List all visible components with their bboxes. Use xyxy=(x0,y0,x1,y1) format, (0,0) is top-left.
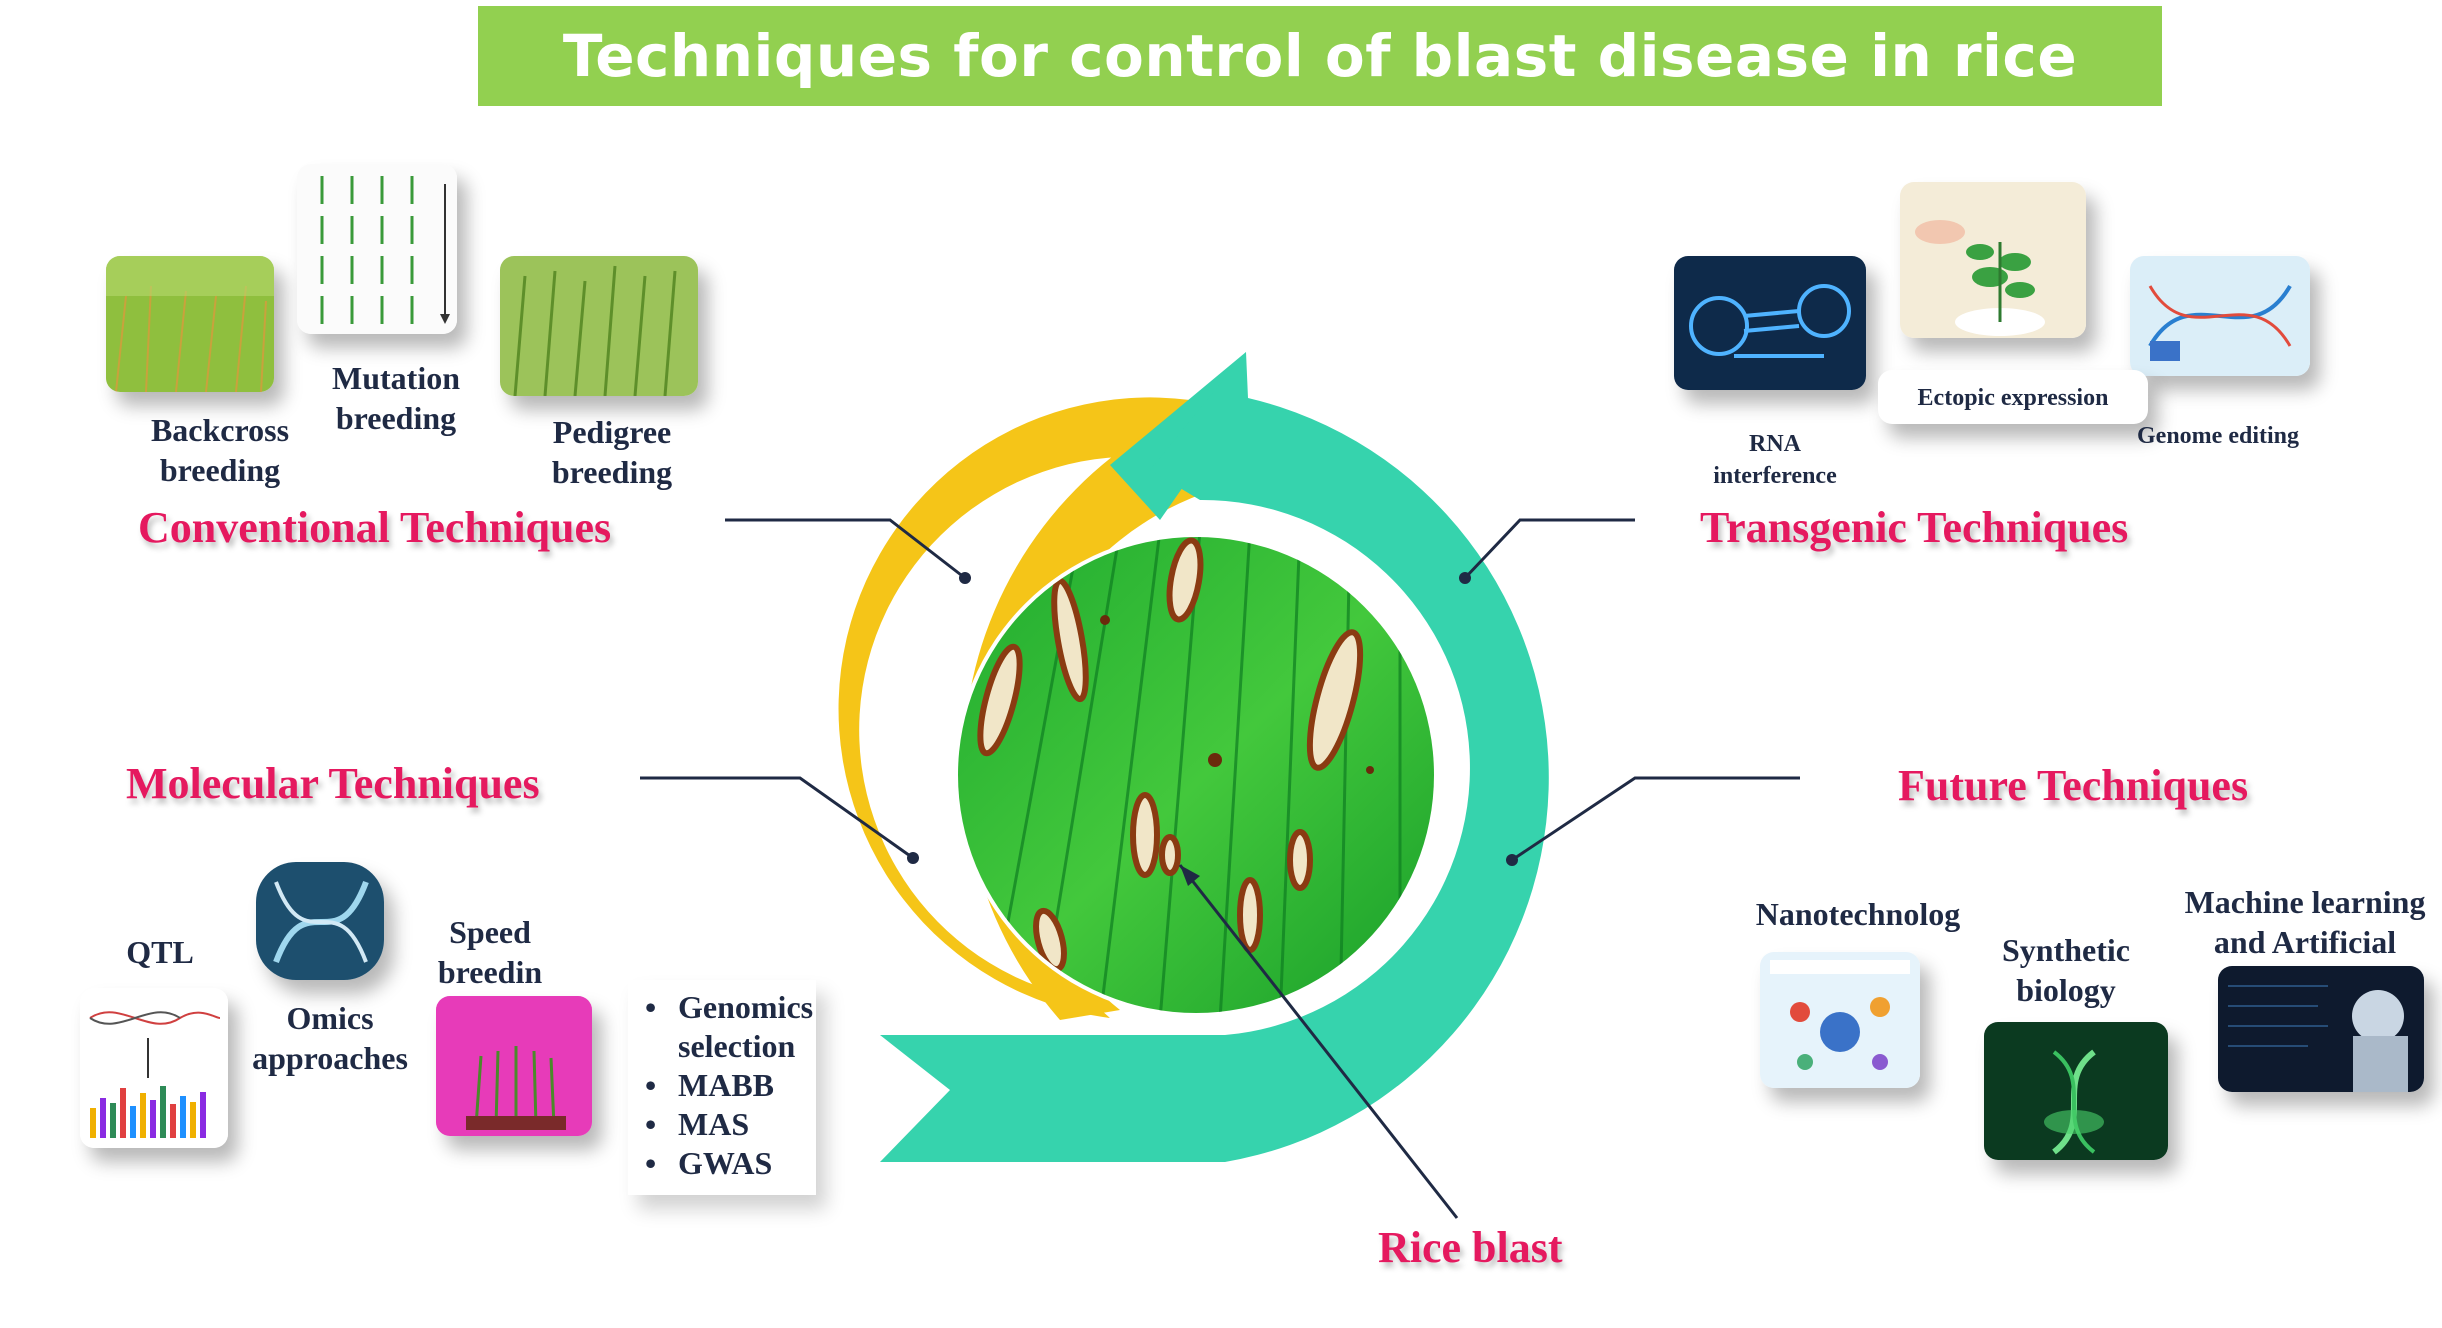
backcross-label: Backcross breeding xyxy=(150,412,290,488)
mutation-label: Mutation breeding xyxy=(332,360,460,436)
backcross-photo xyxy=(106,256,274,392)
list-item: MABB xyxy=(645,1066,813,1105)
qtl-label: QTL xyxy=(126,934,194,970)
rice-blast-label: Rice blast xyxy=(1378,1223,1563,1272)
molecular-list: Genomics selection MABB MAS GWAS xyxy=(645,988,813,1183)
transgenic-title: Transgenic Techniques xyxy=(1700,503,2129,552)
synthetic-biology-photo xyxy=(1984,1022,2168,1160)
pedigree-photo xyxy=(500,256,698,396)
genome-editing-label: Genome editing xyxy=(2137,423,2299,449)
omics-label: Omics approaches xyxy=(252,1000,408,1076)
rna-interference-photo xyxy=(1674,256,1866,390)
ectopic-expression-photo xyxy=(1900,182,2086,338)
teal-arc-body xyxy=(880,352,1549,1162)
list-item: Genomics xyxy=(645,988,813,1027)
pedigree-label: Pedigree breeding xyxy=(551,414,673,490)
page-title: Techniques for control of blast disease … xyxy=(478,6,2162,106)
qtl-photo xyxy=(80,988,228,1148)
machine-learning-label: Machine learning and Artificial xyxy=(2184,884,2426,960)
speed-breeding-label: Speed breedin xyxy=(437,914,543,990)
machine-learning-photo xyxy=(2218,966,2424,1092)
nanotech-photo xyxy=(1760,952,1920,1088)
list-item: selection xyxy=(678,1028,796,1064)
omics-photo xyxy=(256,862,384,980)
synthetic-biology-label: Synthetic biology xyxy=(2002,932,2130,1008)
mutation-photo xyxy=(297,164,457,334)
molecular-title: Molecular Techniques xyxy=(126,759,540,808)
ectopic-label-box xyxy=(1878,370,2148,424)
rna-interference-label: RNA interference xyxy=(1713,431,1837,489)
ectopic-label: Ectopic expression xyxy=(1917,385,2109,411)
list-item: GWAS xyxy=(645,1144,813,1183)
yellow-arc-body xyxy=(963,390,1240,1020)
genome-editing-photo xyxy=(2130,256,2310,376)
speed-breeding-photo xyxy=(436,996,592,1136)
nanotech-label: Nanotechnolog y xyxy=(1755,896,1961,938)
conventional-title: Conventional Techniques xyxy=(138,503,612,552)
future-title: Future Techniques xyxy=(1898,761,2249,810)
list-item: MAS xyxy=(645,1105,813,1144)
